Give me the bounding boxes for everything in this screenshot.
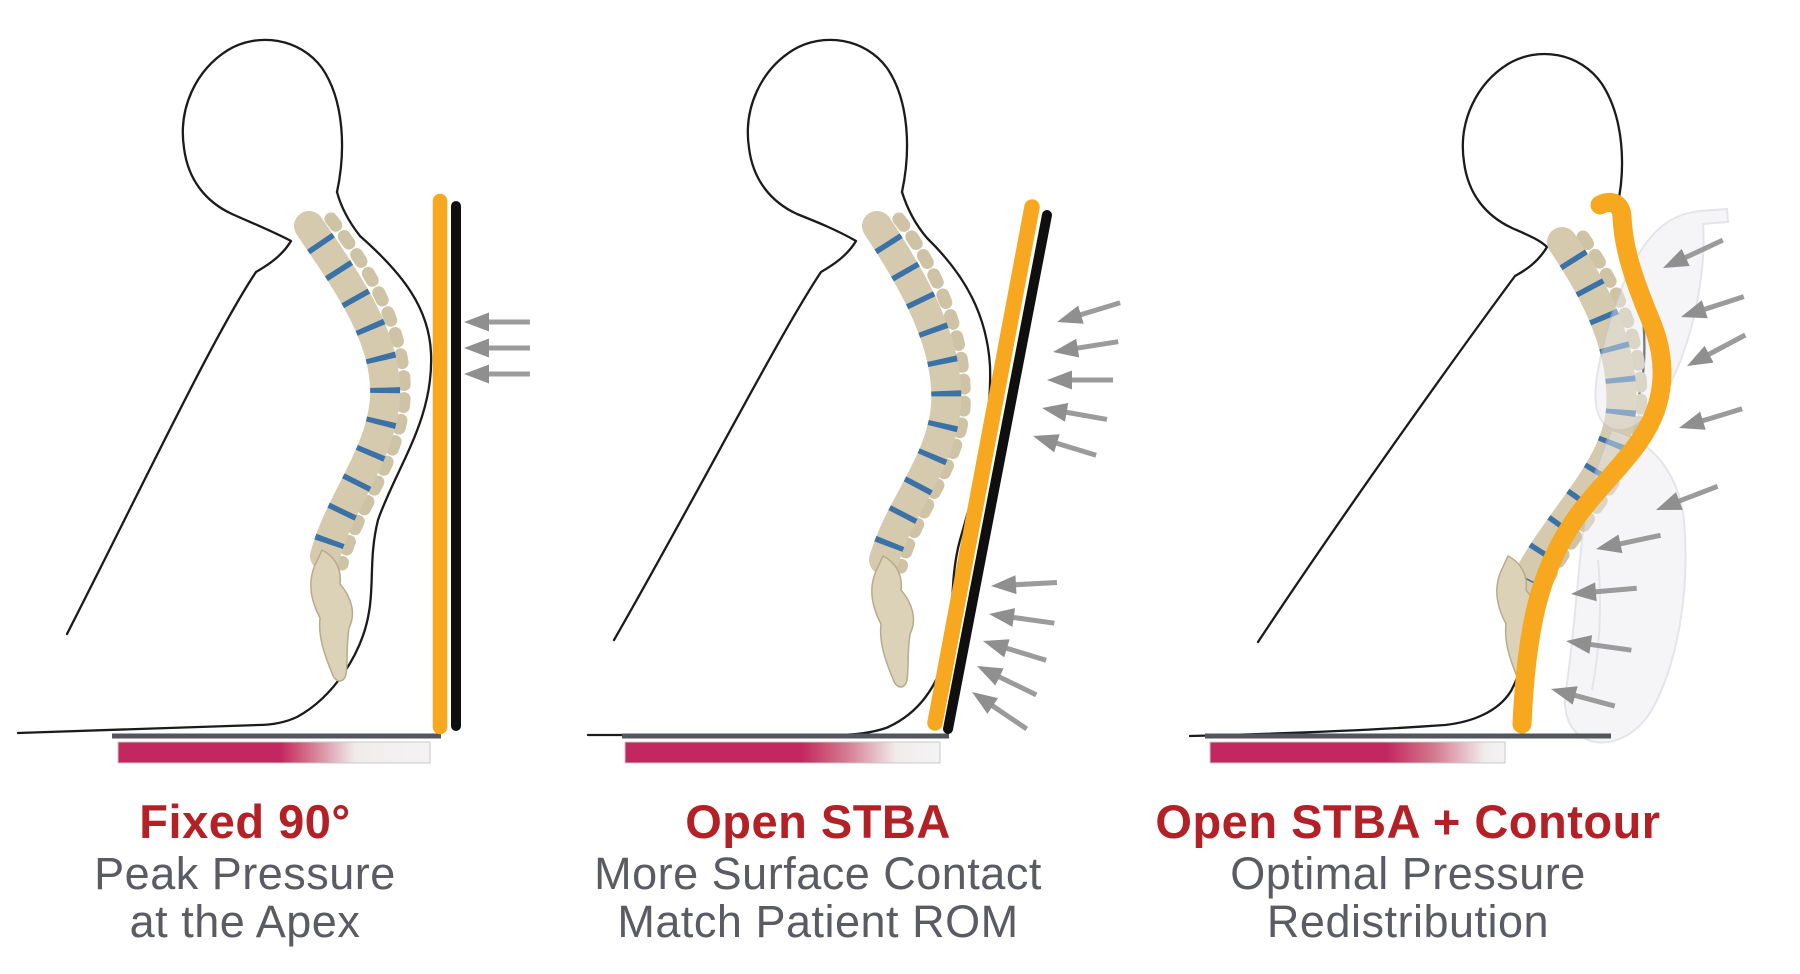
body-outline-front <box>1256 52 1624 644</box>
pressure-arrow-icon <box>1030 427 1099 464</box>
pressure-arrow-icon <box>1054 294 1123 331</box>
pressure-arrow-icon <box>464 339 530 358</box>
pressure-arrow-icon <box>464 313 530 332</box>
panel-title: Open STBA <box>685 795 951 848</box>
body-outline-back <box>16 190 433 735</box>
pressure-arrow-icon <box>1052 332 1120 361</box>
pressure-gradient-bar <box>624 741 941 764</box>
pressure-arrow-icon <box>980 632 1049 669</box>
panel-subtitle-line: Peak Pressure <box>94 848 396 899</box>
figure-open-stba-contour <box>1188 52 1750 764</box>
panel-subtitle-line: More Surface Contact <box>594 848 1042 899</box>
pressure-arrow-icon <box>967 684 1032 737</box>
figures-svg <box>16 38 1800 764</box>
backrest-orange-line <box>927 199 1040 731</box>
caption-open-stba: Open STBA More Surface Contact Match Pat… <box>593 793 1043 946</box>
pressure-arrow-icon <box>988 605 1056 633</box>
figure-fixed-90 <box>16 38 530 764</box>
panel-subtitle-line: Redistribution <box>1266 896 1550 947</box>
panel-subtitle-line: Optimal Pressure <box>1230 848 1586 899</box>
panel-subtitle-line: Match Patient ROM <box>617 896 1019 947</box>
spine-illustration <box>294 211 411 682</box>
body-outline-front <box>612 38 909 642</box>
pressure-gradient-bar <box>1209 741 1506 764</box>
pressure-arrows <box>464 313 530 384</box>
sacrum-bone <box>871 554 915 688</box>
pressure-gradient-bar <box>117 741 431 764</box>
figure-open-stba <box>586 38 1123 764</box>
caption-fixed-90: Fixed 90° Peak Pressure at the Apex <box>25 793 465 946</box>
spine-illustration <box>862 211 971 688</box>
body-outline-front <box>65 38 344 636</box>
pressure-arrow-icon <box>991 573 1058 595</box>
pressure-arrow-icon <box>1040 399 1108 429</box>
panel-title: Open STBA + Contour <box>1155 795 1661 848</box>
pressure-arrow-icon <box>1683 327 1750 375</box>
panel-subtitle-line: at the Apex <box>129 896 361 947</box>
backrest-black-line <box>943 210 1052 734</box>
pressure-arrow-icon <box>1047 371 1113 390</box>
sacrum-bone <box>310 548 354 682</box>
caption-open-stba-contour: Open STBA + Contour Optimal Pressure Red… <box>1153 793 1663 946</box>
pressure-arrow-icon <box>1676 400 1745 437</box>
panel-title: Fixed 90° <box>139 795 351 848</box>
pressure-arrow-icon <box>464 365 530 384</box>
backrest-contour-orange-line <box>1512 193 1672 734</box>
